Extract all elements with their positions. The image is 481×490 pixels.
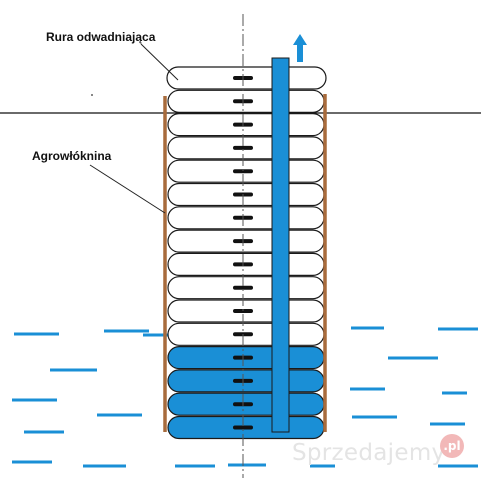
- watermark-badge: .pl: [440, 434, 464, 458]
- up-arrow-icon: [293, 34, 307, 62]
- watermark-text: Sprzedajemy: [292, 440, 446, 466]
- pipe-label-leader: [140, 43, 179, 81]
- water-level-marks: [12, 326, 478, 468]
- drainage-pipe: [271, 57, 290, 433]
- ring-joint: [233, 285, 253, 290]
- ring-joint: [233, 145, 253, 150]
- pipe-label: Rura odwadniająca: [46, 30, 156, 44]
- fabric-label: Agrowłóknina: [32, 149, 112, 163]
- fabric-label-leader: [89, 164, 166, 214]
- ring-joint: [233, 169, 253, 174]
- well-rings: [166, 66, 327, 440]
- ring-joint: [233, 425, 253, 430]
